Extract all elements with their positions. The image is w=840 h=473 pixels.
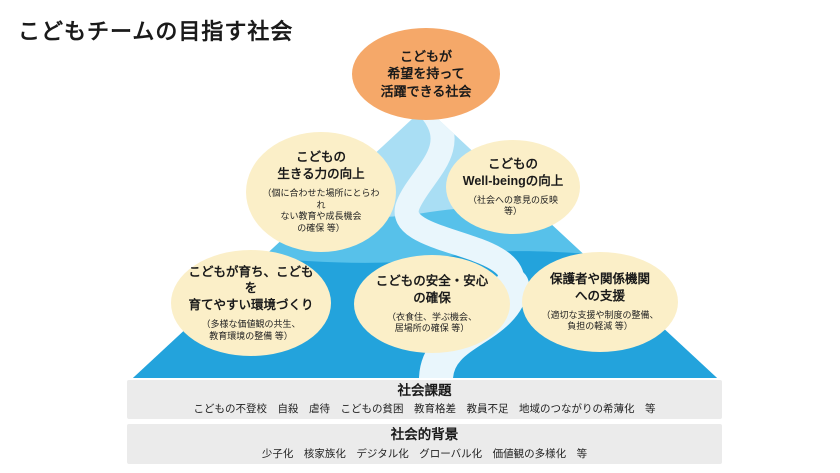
- bubble-subtext: （適切な支援や制度の整備、 負担の軽減 等）: [541, 309, 659, 332]
- bubble-heading: こどもの Well-beingの向上: [462, 156, 564, 188]
- goal-bubble: こどもが 希望を持って 活躍できる社会: [352, 28, 500, 120]
- bubble-life-skills: こどもの 生きる力の向上 （個に合わせた場所にとらわれ ない教育や成長機会 の確…: [246, 132, 396, 252]
- bubble-heading: こどもが育ち、こどもを 育てやすい環境づくり: [188, 264, 314, 313]
- band-title: 社会課題: [397, 382, 452, 398]
- bubble-heading: こどもの 生きる力の向上: [277, 150, 365, 182]
- goal-bubble-text: こどもが 希望を持って 活躍できる社会: [380, 48, 472, 99]
- bubble-heading: こどもの安全・安心 の確保: [375, 273, 489, 305]
- bubble-support: 保護者や関係機関 への支援 （適切な支援や制度の整備、 負担の軽減 等）: [522, 252, 678, 352]
- band-social-issues: 社会課題 こどもの不登校 自殺 虐待 こどもの貧困 教育格差 教員不足 地域のつ…: [127, 380, 722, 419]
- bubble-subtext: （衣食住、学ぶ機会、 居場所の確保 等）: [386, 311, 477, 334]
- band-title: 社会的背景: [390, 427, 459, 443]
- band-text: 少子化 核家族化 デジタル化 グローバル化 価値観の多様化 等: [261, 447, 588, 460]
- bubble-safety: こどもの安全・安心 の確保 （衣食住、学ぶ機会、 居場所の確保 等）: [354, 255, 510, 353]
- band-text: こどもの不登校 自殺 虐待 こどもの貧困 教育格差 教員不足 地域のつながりの希…: [193, 403, 656, 416]
- band-social-background: 社会的背景 少子化 核家族化 デジタル化 グローバル化 価値観の多様化 等: [127, 424, 722, 464]
- bubble-subtext: （多様な価値観の共生、 教育環境の整備 等）: [201, 319, 301, 341]
- bubble-environment: こどもが育ち、こどもを 育てやすい環境づくり （多様な価値観の共生、 教育環境の…: [171, 250, 331, 356]
- bubble-wellbeing: こどもの Well-beingの向上 （社会への意見の反映 等）: [446, 140, 580, 234]
- bubble-heading: 保護者や関係機関 への支援: [549, 271, 650, 303]
- bubble-subtext: （社会への意見の反映 等）: [467, 194, 558, 217]
- page-title: こどもチームの目指す社会: [18, 19, 294, 44]
- bubble-subtext: （個に合わせた場所にとらわれ ない教育や成長機会 の確保 等）: [262, 188, 380, 234]
